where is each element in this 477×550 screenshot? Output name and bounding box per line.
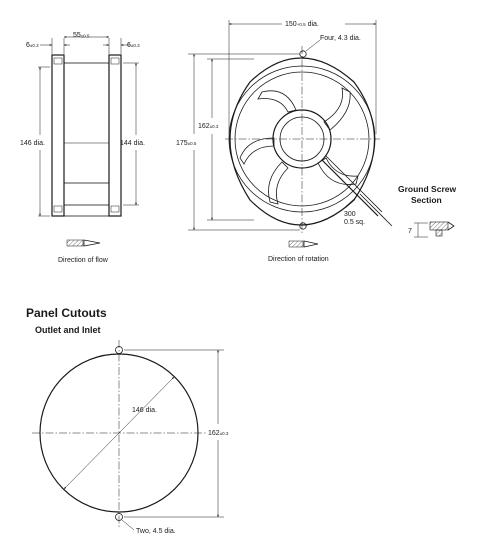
dim-front-outer-height-tol: ±0.5 xyxy=(188,141,197,146)
dim-side-width: 55 xyxy=(73,32,81,39)
caption-direction-of-flow: Direction of flow xyxy=(58,257,109,264)
svg-text:6±0.3: 6±0.3 xyxy=(127,42,140,49)
svg-text:162±0.3: 162±0.3 xyxy=(208,430,229,437)
svg-text:55±0.5: 55±0.5 xyxy=(73,32,90,39)
dim-side-width-tol: ±0.5 xyxy=(81,34,90,39)
side-hole-top-left xyxy=(53,57,63,65)
dim-left-flange-tol: ±0.3 xyxy=(30,43,39,48)
side-view: 55±0.5 6±0.3 6±0.3 146 dia. 144 dia. Dir… xyxy=(20,32,145,264)
front-mount-hole-bottom xyxy=(299,222,307,230)
panel-cutouts-subtitle: Outlet and Inlet xyxy=(35,325,101,335)
side-left-flange xyxy=(51,54,65,217)
cutout-diameter-line xyxy=(63,376,175,490)
caption-direction-of-rotation: Direction of rotation xyxy=(268,256,329,263)
dim-front-dia-suffix: dia. xyxy=(308,21,319,28)
dim-front-outer-height: 175 xyxy=(176,140,188,147)
side-hole-top-right xyxy=(110,57,120,65)
dim-right-flange-tol: ±0.3 xyxy=(131,43,140,48)
ground-screw-dim: 7 xyxy=(408,228,412,235)
side-lower-rim xyxy=(63,204,110,217)
dim-front-dia: 150 xyxy=(285,21,297,28)
side-right-flange xyxy=(108,54,122,217)
cutout-holes-note: Two, 4.5 dia. xyxy=(136,528,176,535)
svg-text:6±0.3: 6±0.3 xyxy=(26,42,39,49)
ground-screw-icon xyxy=(429,221,455,237)
ground-screw-title-2: Section xyxy=(411,195,442,205)
front-lead-length: 300 xyxy=(344,211,356,218)
side-hole-bottom-right xyxy=(110,205,120,213)
dim-cutout-height-tol: ±0.3 xyxy=(220,431,229,436)
dim-right-flange: 6 xyxy=(127,42,131,49)
dim-front-dia-tol: +0.5 xyxy=(297,22,306,27)
svg-text:175±0.5: 175±0.5 xyxy=(176,140,197,147)
front-mount-hole-top xyxy=(299,50,307,58)
front-blades xyxy=(239,87,359,205)
rotation-arrow-icon xyxy=(288,240,319,248)
side-hole-bottom-left xyxy=(53,205,63,213)
svg-text:162±0.3: 162±0.3 xyxy=(198,123,219,130)
dim-front-inner-height: 162 xyxy=(198,123,210,130)
dim-left-flange: 6 xyxy=(26,42,30,49)
front-housing-outline xyxy=(229,57,376,226)
side-body xyxy=(63,62,110,184)
ground-screw-title-1: Ground Screw xyxy=(398,184,456,194)
panel-cutouts: Panel Cutouts Outlet and Inlet 146 dia. … xyxy=(26,306,229,535)
dim-front-inner-height-tol: ±0.3 xyxy=(210,124,219,129)
dim-side-outer-dia: 146 dia. xyxy=(20,140,45,147)
flow-arrow-icon xyxy=(66,239,101,247)
front-lead-size: 0.5 sq. xyxy=(344,219,365,226)
front-lead-wire xyxy=(321,159,379,217)
front-holes-note: Four, 4.3 dia. xyxy=(320,35,361,42)
dim-side-inner-dia: 144 dia. xyxy=(120,140,145,147)
panel-cutouts-title: Panel Cutouts xyxy=(26,306,107,320)
dim-cutout-height: 162 xyxy=(208,430,220,437)
dim-cutout-dia: 146 dia. xyxy=(132,407,157,414)
ground-screw-section: Ground Screw Section 7 xyxy=(398,184,456,238)
